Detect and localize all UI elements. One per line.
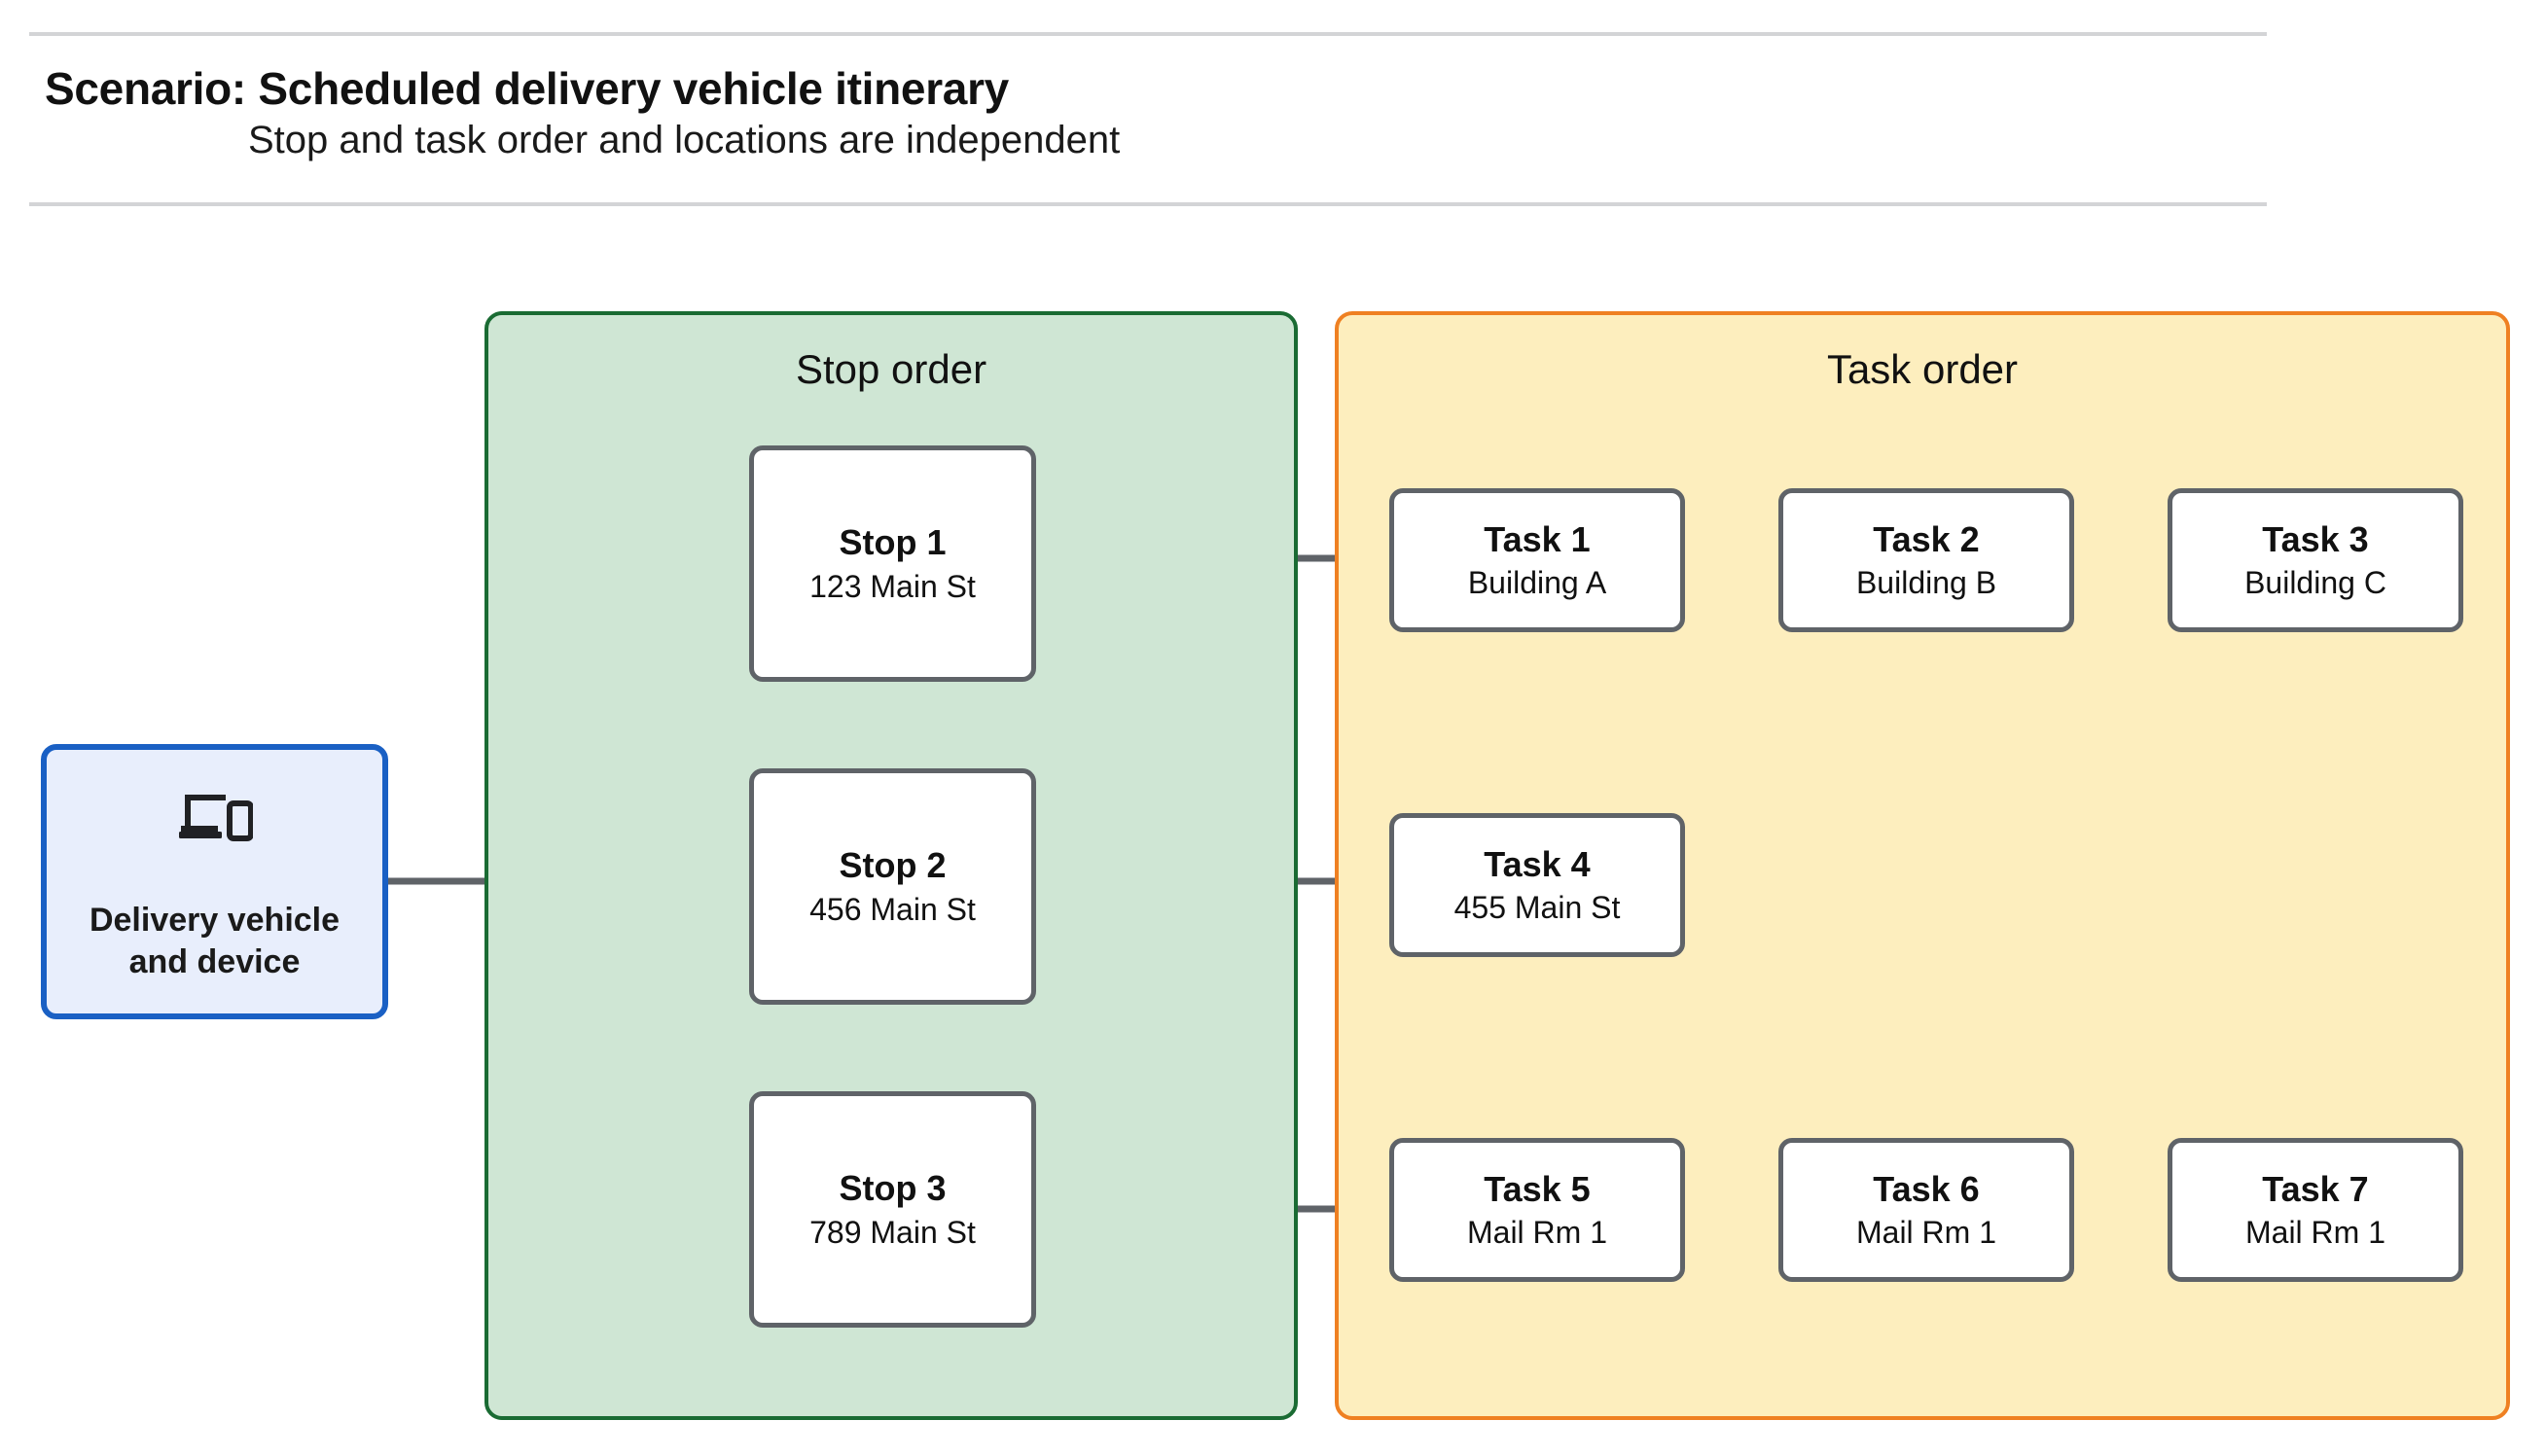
stop-node-3-location: 789 Main St [809, 1214, 976, 1250]
task-node-7[interactable]: Task 7 Mail Rm 1 [2168, 1138, 2463, 1282]
stop-node-2-title: Stop 2 [839, 845, 947, 886]
task-node-2[interactable]: Task 2 Building B [1778, 488, 2074, 632]
devices-icon [178, 795, 253, 841]
task-node-7-location: Mail Rm 1 [2244, 1215, 2385, 1251]
task-node-3-location: Building C [2244, 565, 2386, 601]
task-node-1[interactable]: Task 1 Building A [1389, 488, 1685, 632]
stop-node-1[interactable]: Stop 1 123 Main St [749, 445, 1036, 682]
task-node-5[interactable]: Task 5 Mail Rm 1 [1389, 1138, 1685, 1282]
task-node-6-title: Task 6 [1873, 1168, 1980, 1209]
delivery-vehicle-node[interactable]: Delivery vehicle and device [41, 744, 388, 1019]
page-title: Scenario: Scheduled delivery vehicle iti… [45, 63, 1009, 114]
task-node-5-title: Task 5 [1484, 1168, 1591, 1209]
delivery-vehicle-label-line-2: and device [128, 943, 301, 981]
task-node-4[interactable]: Task 4 455 Main St [1389, 813, 1685, 957]
task-node-5-location: Mail Rm 1 [1466, 1215, 1607, 1251]
task-node-1-location: Building A [1467, 565, 1607, 601]
task-node-1-title: Task 1 [1484, 518, 1591, 559]
page-subtitle: Stop and task order and locations are in… [248, 119, 1121, 161]
stop-node-2-location: 456 Main St [809, 891, 976, 927]
task-node-4-location: 455 Main St [1453, 890, 1621, 926]
task-node-3-title: Task 3 [2262, 518, 2369, 559]
task-node-6-location: Mail Rm 1 [1855, 1215, 1996, 1251]
panel-task-order-title: Task order [1826, 346, 2019, 392]
stop-node-3-title: Stop 3 [839, 1168, 947, 1209]
task-node-7-title: Task 7 [2262, 1168, 2369, 1209]
delivery-vehicle-label: Delivery vehicle and device [47, 900, 382, 984]
header-divider-bottom [29, 202, 2267, 206]
task-node-4-title: Task 4 [1484, 843, 1591, 884]
stop-node-1-title: Stop 1 [839, 522, 947, 563]
header: Scenario: Scheduled delivery vehicle iti… [0, 0, 2546, 209]
task-node-3[interactable]: Task 3 Building C [2168, 488, 2463, 632]
task-node-2-title: Task 2 [1873, 518, 1980, 559]
panel-stop-order-title: Stop order [795, 346, 987, 392]
stop-node-2[interactable]: Stop 2 456 Main St [749, 768, 1036, 1005]
header-divider-top [29, 32, 2267, 36]
stop-node-1-location: 123 Main St [809, 568, 976, 604]
delivery-vehicle-label-line-1: Delivery vehicle [89, 901, 341, 939]
task-node-2-location: Building B [1855, 565, 1997, 601]
stop-node-3[interactable]: Stop 3 789 Main St [749, 1091, 1036, 1328]
task-node-6[interactable]: Task 6 Mail Rm 1 [1778, 1138, 2074, 1282]
